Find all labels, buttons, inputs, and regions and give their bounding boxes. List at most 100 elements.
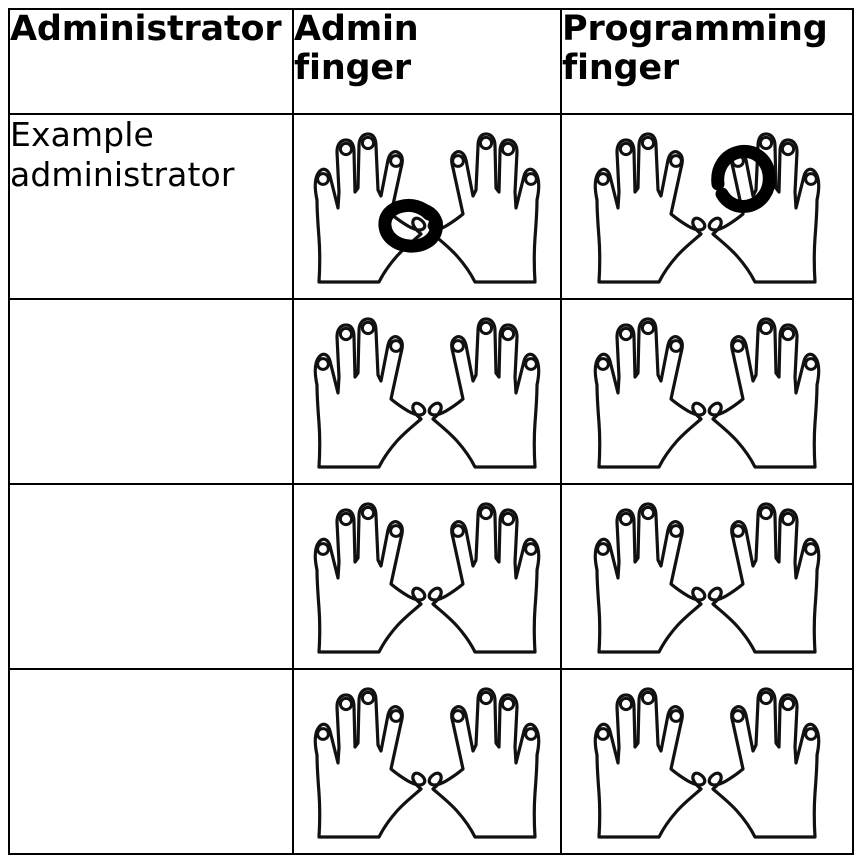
cell-administrator-name[interactable]	[8, 298, 294, 485]
nail-middle	[478, 320, 494, 335]
nail-ring	[618, 511, 634, 526]
nail-middle	[758, 320, 774, 335]
nail-index	[731, 523, 745, 538]
hands-illustration-admin-row1	[294, 115, 560, 298]
left-hand	[593, 316, 707, 469]
pair-of-hands-drawing	[313, 131, 541, 284]
nail-middle	[360, 320, 376, 335]
right-hand	[427, 686, 541, 839]
column-header-administrator-label: Administrator	[10, 9, 282, 49]
hands-illustration-programming-row3	[562, 485, 852, 668]
nail-pinky	[316, 541, 330, 556]
hands-illustration-programming-row4	[562, 670, 852, 853]
nail-index	[669, 153, 683, 168]
cell-admin-finger[interactable]	[292, 113, 562, 300]
nail-middle	[640, 320, 656, 335]
cell-admin-finger[interactable]	[292, 298, 562, 485]
cell-administrator-name[interactable]	[8, 668, 294, 855]
right-hand	[427, 131, 541, 284]
left-hand	[313, 686, 427, 839]
nail-middle	[640, 690, 656, 705]
programming-finger-mark-circle	[711, 144, 776, 213]
nail-pinky	[804, 726, 818, 741]
nail-pinky	[524, 171, 538, 186]
nail-ring	[780, 141, 796, 156]
left-hand	[313, 316, 427, 469]
cell-admin-finger[interactable]	[292, 483, 562, 670]
right-hand	[707, 501, 821, 654]
nail-index	[669, 338, 683, 353]
cell-programming-finger[interactable]	[560, 668, 854, 855]
nail-ring	[780, 511, 796, 526]
cell-administrator-name[interactable]: Example administrator	[8, 113, 294, 300]
nail-middle	[640, 505, 656, 520]
nail-middle	[758, 505, 774, 520]
nail-index	[389, 153, 403, 168]
nail-pinky	[524, 541, 538, 556]
nail-ring	[338, 511, 354, 526]
pair-of-hands-drawing	[313, 501, 541, 654]
right-hand	[427, 501, 541, 654]
pair-of-hands-drawing	[313, 316, 541, 469]
hands-illustration-admin-row2	[294, 300, 560, 483]
pair-of-hands-drawing	[593, 131, 821, 284]
nail-middle	[758, 135, 774, 150]
nail-pinky	[316, 356, 330, 371]
column-header-admin-finger-label: Admin finger	[294, 9, 419, 88]
nail-pinky	[596, 726, 610, 741]
nail-middle	[758, 690, 774, 705]
nail-ring	[338, 141, 354, 156]
cell-admin-finger[interactable]	[292, 668, 562, 855]
right-hand	[427, 316, 541, 469]
nail-index	[451, 153, 465, 168]
hands-illustration-admin-row4	[294, 670, 560, 853]
left-hand	[593, 501, 707, 654]
cell-administrator-name[interactable]	[8, 483, 294, 670]
nail-index	[389, 523, 403, 538]
nail-middle	[360, 690, 376, 705]
cell-programming-finger[interactable]	[560, 483, 854, 670]
table-row	[8, 298, 854, 485]
nail-ring	[500, 696, 516, 711]
nail-middle	[640, 135, 656, 150]
nail-ring	[618, 326, 634, 341]
table-row	[8, 483, 854, 670]
nail-index	[451, 708, 465, 723]
pair-of-hands-drawing	[593, 501, 821, 654]
pair-of-hands-drawing	[593, 316, 821, 469]
nail-middle	[360, 505, 376, 520]
nail-pinky	[596, 171, 610, 186]
nail-index	[389, 708, 403, 723]
nail-ring	[500, 511, 516, 526]
right-hand	[707, 131, 821, 284]
nail-pinky	[804, 356, 818, 371]
pair-of-hands-drawing	[313, 686, 541, 839]
nail-pinky	[524, 726, 538, 741]
pair-of-hands-drawing	[593, 686, 821, 839]
cell-programming-finger[interactable]	[560, 298, 854, 485]
nail-ring	[780, 696, 796, 711]
administrator-finger-table: Administrator Admin finger Programming f…	[8, 8, 854, 855]
right-hand	[707, 316, 821, 469]
table-row	[8, 668, 854, 855]
nail-index	[451, 523, 465, 538]
nail-ring	[500, 141, 516, 156]
nail-ring	[618, 696, 634, 711]
nail-pinky	[804, 171, 818, 186]
nail-index	[669, 523, 683, 538]
cell-programming-finger[interactable]	[560, 113, 854, 300]
nail-ring	[780, 326, 796, 341]
nail-ring	[338, 326, 354, 341]
nail-middle	[478, 135, 494, 150]
nail-middle	[478, 690, 494, 705]
nail-ring	[618, 141, 634, 156]
nail-pinky	[524, 356, 538, 371]
admin-finger-mark-circle	[378, 198, 443, 253]
nail-pinky	[596, 541, 610, 556]
nail-index	[389, 338, 403, 353]
left-hand	[593, 686, 707, 839]
nail-index	[731, 338, 745, 353]
hands-illustration-programming-row2	[562, 300, 852, 483]
nail-index	[731, 708, 745, 723]
